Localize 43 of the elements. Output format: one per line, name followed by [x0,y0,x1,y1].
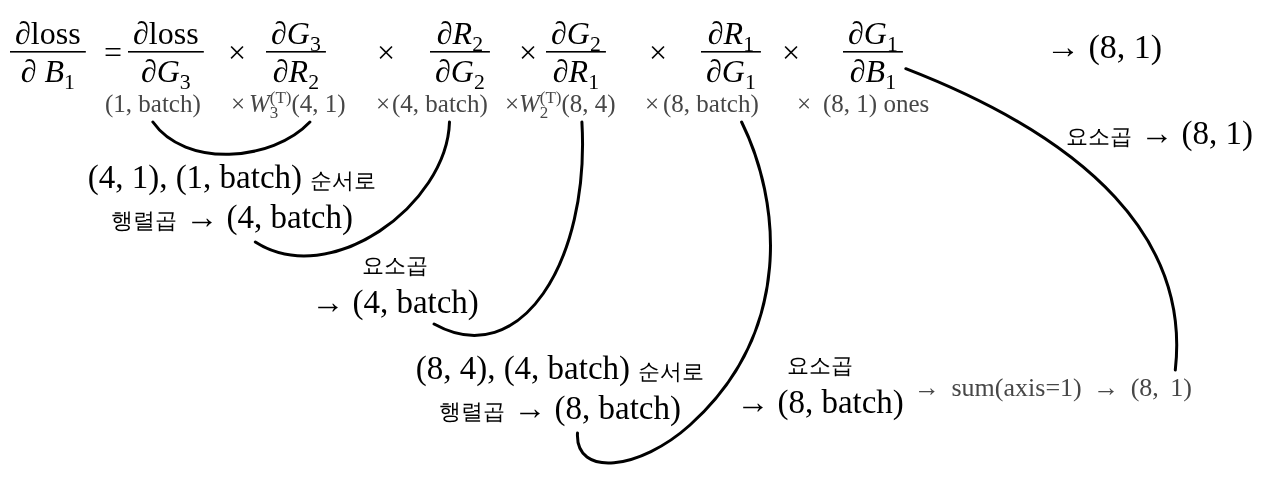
curved-connector [253,120,451,258]
result-label: → (8, 1) [1046,27,1163,67]
denominator: ∂B$_{1}$ [849,52,897,90]
numerator: ∂G$_{1}$ [847,14,899,52]
times-sign: × [645,89,660,119]
matrix-term: (4, batch) [392,89,488,119]
matrix-term: (8, batch) [663,89,759,119]
denominator: ∂R$_{1}$ [552,52,599,90]
numerator: ∂G$_{2}$ [550,14,602,52]
times-sign: × [797,89,812,119]
matrix-term: W$_{2}$$^{(T)}$(8, 4) [519,89,616,119]
times-sign: × [377,33,396,71]
matrix-term: (8, 1) ones [823,89,930,119]
annotation: (4, 1), (1, batch) 순서로 행렬곱 → (4, batch) [86,159,378,239]
times-sign: × [519,33,538,71]
annotation: (8, 4), (4, batch) 순서로 행렬곱 → (8, batch) [414,350,706,430]
annotation: → sum(axis=1) → (8, 1) [914,373,1193,403]
numerator: ∂R$_{2}$ [435,14,484,52]
times-sign: × [505,89,520,119]
denominator: ∂ B$_{1}$ [19,52,76,90]
numerator: ∂loss [132,14,200,52]
times-sign: × [231,89,246,119]
numerator: ∂loss [14,14,82,52]
annotation: 요소곱 → (8, batch) [735,344,905,421]
numerator: ∂G$_{3}$ [270,14,322,52]
times-sign: × [228,33,247,71]
matrix-term: W$_{3}$$^{(T)}$(4, 1) [249,89,346,119]
numerator: ∂R$_{1}$ [706,14,755,52]
annotation: 요소곱 → (4, batch) [310,244,480,321]
matrix-term: (1, batch) [105,89,201,119]
times-sign: × [376,89,391,119]
annotation: 요소곱 → (8, 1) [1066,115,1253,153]
curved-connector [432,120,584,337]
times-sign: × [649,33,668,71]
curved-connector [904,67,1179,372]
curved-connector [151,120,312,156]
denominator: ∂R$_{2}$ [272,52,320,90]
denominator: ∂G$_{3}$ [140,52,191,90]
curved-connector [576,120,772,465]
equals-sign: = [104,33,123,71]
denominator: ∂G$_{1}$ [706,52,756,90]
denominator: ∂G$_{2}$ [435,52,485,90]
times-sign: × [782,33,801,71]
